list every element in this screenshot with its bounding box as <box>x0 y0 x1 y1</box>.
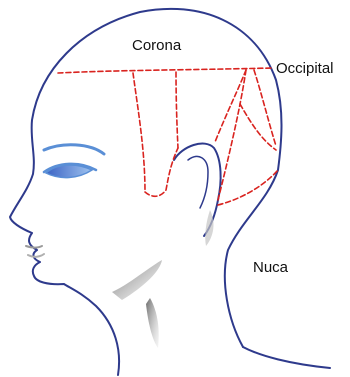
corona-boundary-line <box>58 68 272 73</box>
jaw-shadow <box>112 260 162 300</box>
occipital-left-diagonal <box>218 70 246 200</box>
occipital-right-curve <box>254 70 276 146</box>
eyebrow <box>44 145 104 154</box>
label-corona: Corona <box>132 38 181 53</box>
label-nuca: Nuca <box>253 260 288 275</box>
neck-back-outline <box>243 347 330 368</box>
lip-lower <box>28 254 44 257</box>
nape-shadow <box>205 210 213 246</box>
crown-center-line <box>176 72 178 148</box>
ear-inner <box>188 156 208 208</box>
lip-upper <box>26 246 42 248</box>
crown-left-line <box>133 73 145 192</box>
temple-panel-line <box>145 148 178 196</box>
section-lines <box>58 68 278 205</box>
neck-shadow <box>146 298 159 348</box>
ear <box>174 144 221 236</box>
label-occipital: Occipital <box>276 61 334 76</box>
